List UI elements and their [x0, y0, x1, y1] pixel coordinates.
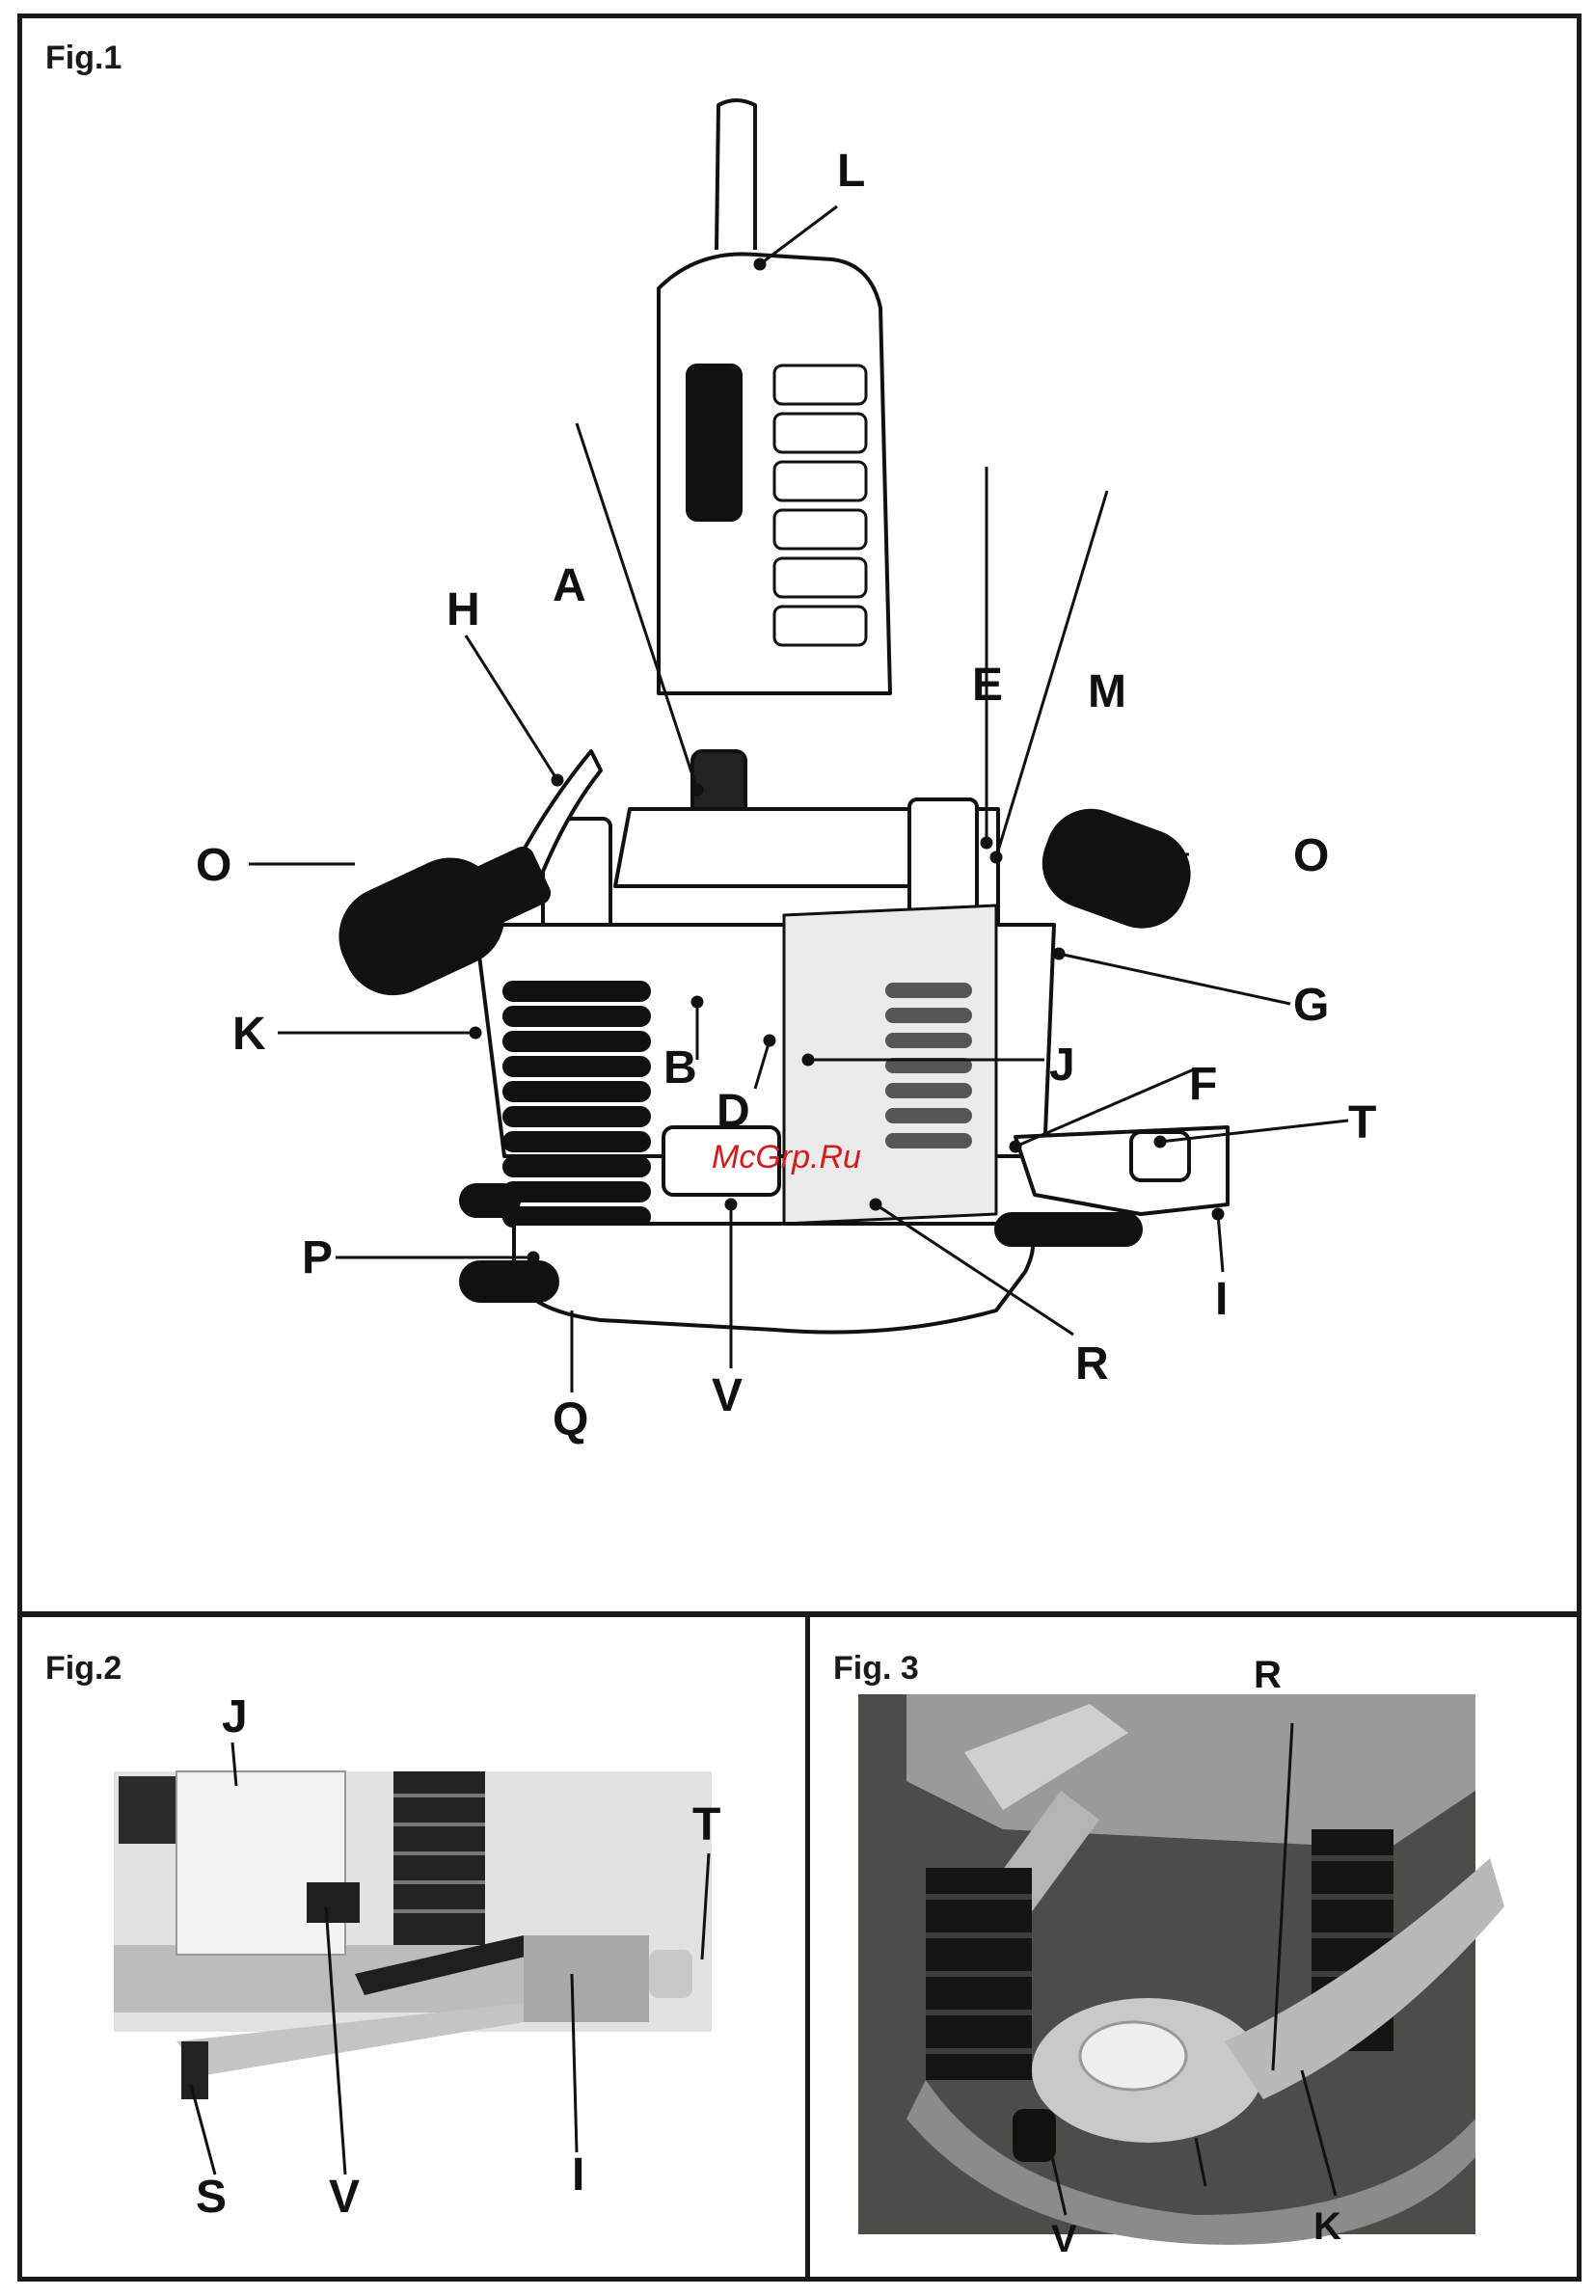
label-P: P — [302, 1235, 333, 1282]
fig2-label-I: I — [572, 2152, 584, 2199]
label-O-right: O — [1293, 833, 1329, 879]
fig2-label-T: T — [692, 1802, 720, 1849]
label-E: E — [972, 662, 1003, 709]
label-V: V — [712, 1373, 743, 1419]
fig3-label-K: K — [1313, 2207, 1341, 2246]
label-M: M — [1088, 669, 1126, 716]
fig1-panel: Fig.1 — [17, 14, 1582, 1616]
label-B: B — [663, 1045, 697, 1092]
label-T: T — [1348, 1100, 1376, 1147]
label-H: H — [446, 587, 480, 634]
fig2-label-V: V — [329, 2174, 360, 2221]
label-I: I — [1215, 1277, 1228, 1323]
label-J: J — [1049, 1042, 1075, 1089]
label-A: A — [553, 563, 586, 609]
fig3-panel: Fig. 3 R V K — [805, 1612, 1582, 2282]
label-O-left: O — [196, 843, 231, 889]
label-R: R — [1075, 1341, 1109, 1388]
watermark: McGrp.Ru — [712, 1139, 861, 1176]
label-D: D — [717, 1089, 750, 1135]
fig3-photo — [810, 1617, 1577, 2277]
fig2-photo — [22, 1617, 805, 2277]
fig3-label-R: R — [1254, 1656, 1282, 1694]
label-K: K — [232, 1012, 266, 1058]
label-F: F — [1189, 1062, 1217, 1108]
fig1-leader-lines — [22, 18, 1577, 1611]
label-L: L — [837, 149, 865, 195]
fig3-label-V: V — [1051, 2220, 1077, 2258]
fig2-label-J: J — [222, 1694, 248, 1741]
label-G: G — [1293, 983, 1329, 1029]
label-Q: Q — [553, 1397, 588, 1444]
fig2-panel: Fig.2 J T S V I — [17, 1612, 810, 2282]
fig2-label-S: S — [196, 2174, 227, 2221]
